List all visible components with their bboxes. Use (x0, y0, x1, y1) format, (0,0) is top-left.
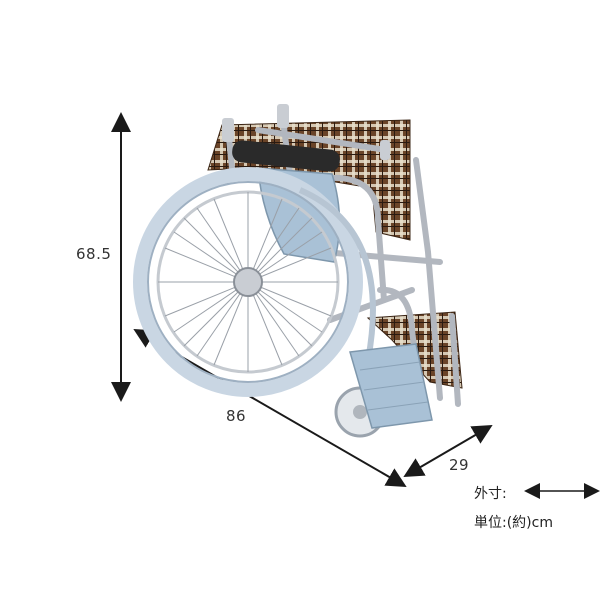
armrest-pad (232, 140, 340, 172)
width-value: 29 (449, 456, 470, 474)
wheelchair-image (133, 104, 463, 438)
rear-wheel-tire (133, 167, 363, 397)
height-value: 68.5 (76, 245, 112, 263)
outer-dimension-label: 外寸: (474, 486, 507, 502)
rear-wheel-hub (233, 267, 263, 297)
unit-label: 単位:(約)cm (474, 515, 553, 531)
width-arrow (403, 424, 493, 478)
length-value: 86 (226, 407, 247, 425)
